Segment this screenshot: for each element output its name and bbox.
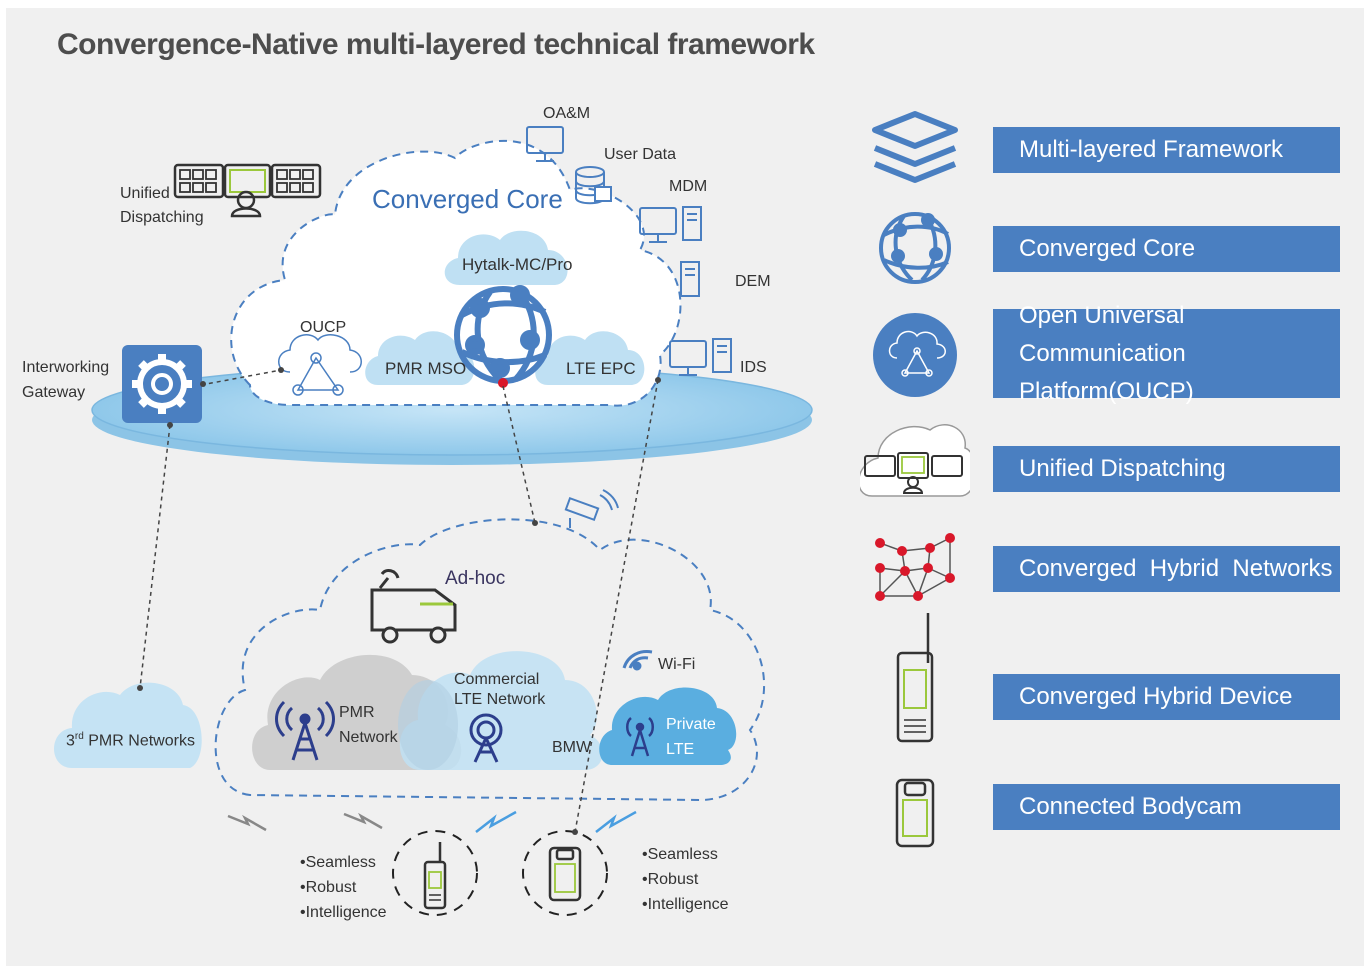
- legend-converged-core: Converged Core: [993, 226, 1340, 272]
- feature-right-2: •Robust: [642, 871, 699, 888]
- bmw-label: BMW: [552, 739, 592, 756]
- unified-dispatching-label-line2: Dispatching: [120, 209, 204, 226]
- radio-device-ring: [392, 830, 478, 916]
- legend-oucp: Open Universal Communication Platform(OU…: [993, 302, 1340, 405]
- legend-hybrid-device: Converged Hybrid Device: [993, 674, 1340, 720]
- private-lte-cloud: [599, 687, 737, 765]
- pmr-network-label-line1: PMR: [339, 704, 375, 721]
- legend-hybrid-networks: Converged Hybrid Networks: [993, 546, 1340, 592]
- mesh-network-icon: [875, 533, 955, 601]
- interworking-label-line1: Interworking: [22, 359, 110, 376]
- legend-dispatch-icon: [860, 424, 970, 497]
- hybrid-network-cloud: [214, 518, 765, 802]
- security-camera-icon: [564, 489, 619, 528]
- interworking-label-line2: Gateway: [22, 384, 86, 401]
- page-title: Convergence-Native multi-layered technic…: [57, 28, 815, 61]
- feature-left-2: •Robust: [300, 879, 357, 896]
- ids-computer-icon: [669, 338, 732, 376]
- legend-icons: [860, 111, 970, 848]
- oucp-cloud-icon: [873, 313, 957, 397]
- adhoc-label: Ad-hoc: [445, 568, 506, 589]
- legend-multi-layered: Multi-layered Framework: [993, 127, 1340, 173]
- feature-left-1: •Seamless: [300, 854, 376, 871]
- private-lte-tower-icon: [626, 717, 654, 757]
- adhoc-vehicle-icon: [370, 569, 457, 644]
- connection-lines: [139, 369, 659, 833]
- legend-radio-icon: [896, 613, 934, 743]
- user-data-label: User Data: [604, 146, 677, 163]
- hytalk-cloud: [444, 230, 568, 285]
- mdm-computer-icon: [639, 206, 702, 243]
- bodycam-ring: [522, 830, 608, 916]
- feature-right-3: •Intelligence: [642, 896, 729, 913]
- cloud-overlap: [398, 680, 458, 770]
- pmr-mso-label: PMR MSO: [385, 359, 467, 378]
- private-lte-label-line1: Private: [666, 716, 716, 733]
- dispatch-console-icon: [173, 163, 322, 218]
- ids-label: IDS: [740, 359, 767, 376]
- gateway-gear-icon: [122, 345, 202, 423]
- unified-dispatching-label-line1: Unified: [120, 185, 170, 202]
- mdm-label: MDM: [669, 178, 708, 195]
- commercial-lte-label-line2: LTE Network: [454, 691, 546, 708]
- layers-icon: [872, 111, 958, 183]
- legend-bodycam-icon: [895, 778, 935, 848]
- radio-device-icon: [423, 842, 447, 910]
- feature-left-3: •Intelligence: [300, 904, 387, 921]
- oucp-label: OUCP: [300, 319, 347, 336]
- legend-bodycam: Connected Bodycam: [993, 784, 1340, 830]
- hytalk-label: Hytalk-MC/Pro: [462, 255, 573, 274]
- pmr-mso-cloud: [365, 331, 475, 385]
- commercial-tower-icon: [469, 713, 503, 763]
- wifi-icon: [622, 650, 653, 671]
- connection-dots: [137, 367, 661, 835]
- lte-epc-cloud: [535, 331, 645, 385]
- third-pmr-label: 3rd PMR Networks: [66, 731, 195, 750]
- lte-epc-label: LTE EPC: [566, 359, 636, 378]
- oam-monitor-icon: [526, 126, 564, 162]
- feature-right-1: •Seamless: [642, 846, 718, 863]
- signal-bolts: [227, 810, 637, 833]
- bodycam-icon: [548, 846, 582, 902]
- legend-unified-dispatching: Unified Dispatching: [993, 446, 1340, 492]
- pmr-tower-icon: [275, 700, 335, 761]
- user-data-database-icon: [575, 166, 612, 205]
- pmr-network-label-line2: Network: [339, 729, 398, 746]
- third-pmr-cloud: [54, 682, 202, 768]
- core-node-dot: [498, 378, 508, 388]
- private-lte-label-line2: LTE: [666, 741, 695, 758]
- globe-icon: [454, 285, 552, 384]
- oucp-icon: [278, 334, 362, 396]
- dem-label: DEM: [735, 273, 771, 290]
- converged-core-label: Converged Core: [372, 184, 563, 214]
- wifi-label: Wi-Fi: [658, 656, 696, 673]
- dem-server-icon: [680, 261, 700, 297]
- legend-globe-icon: [879, 212, 951, 284]
- commercial-lte-label-line1: Commercial: [454, 671, 540, 688]
- oam-label: OA&M: [543, 105, 591, 122]
